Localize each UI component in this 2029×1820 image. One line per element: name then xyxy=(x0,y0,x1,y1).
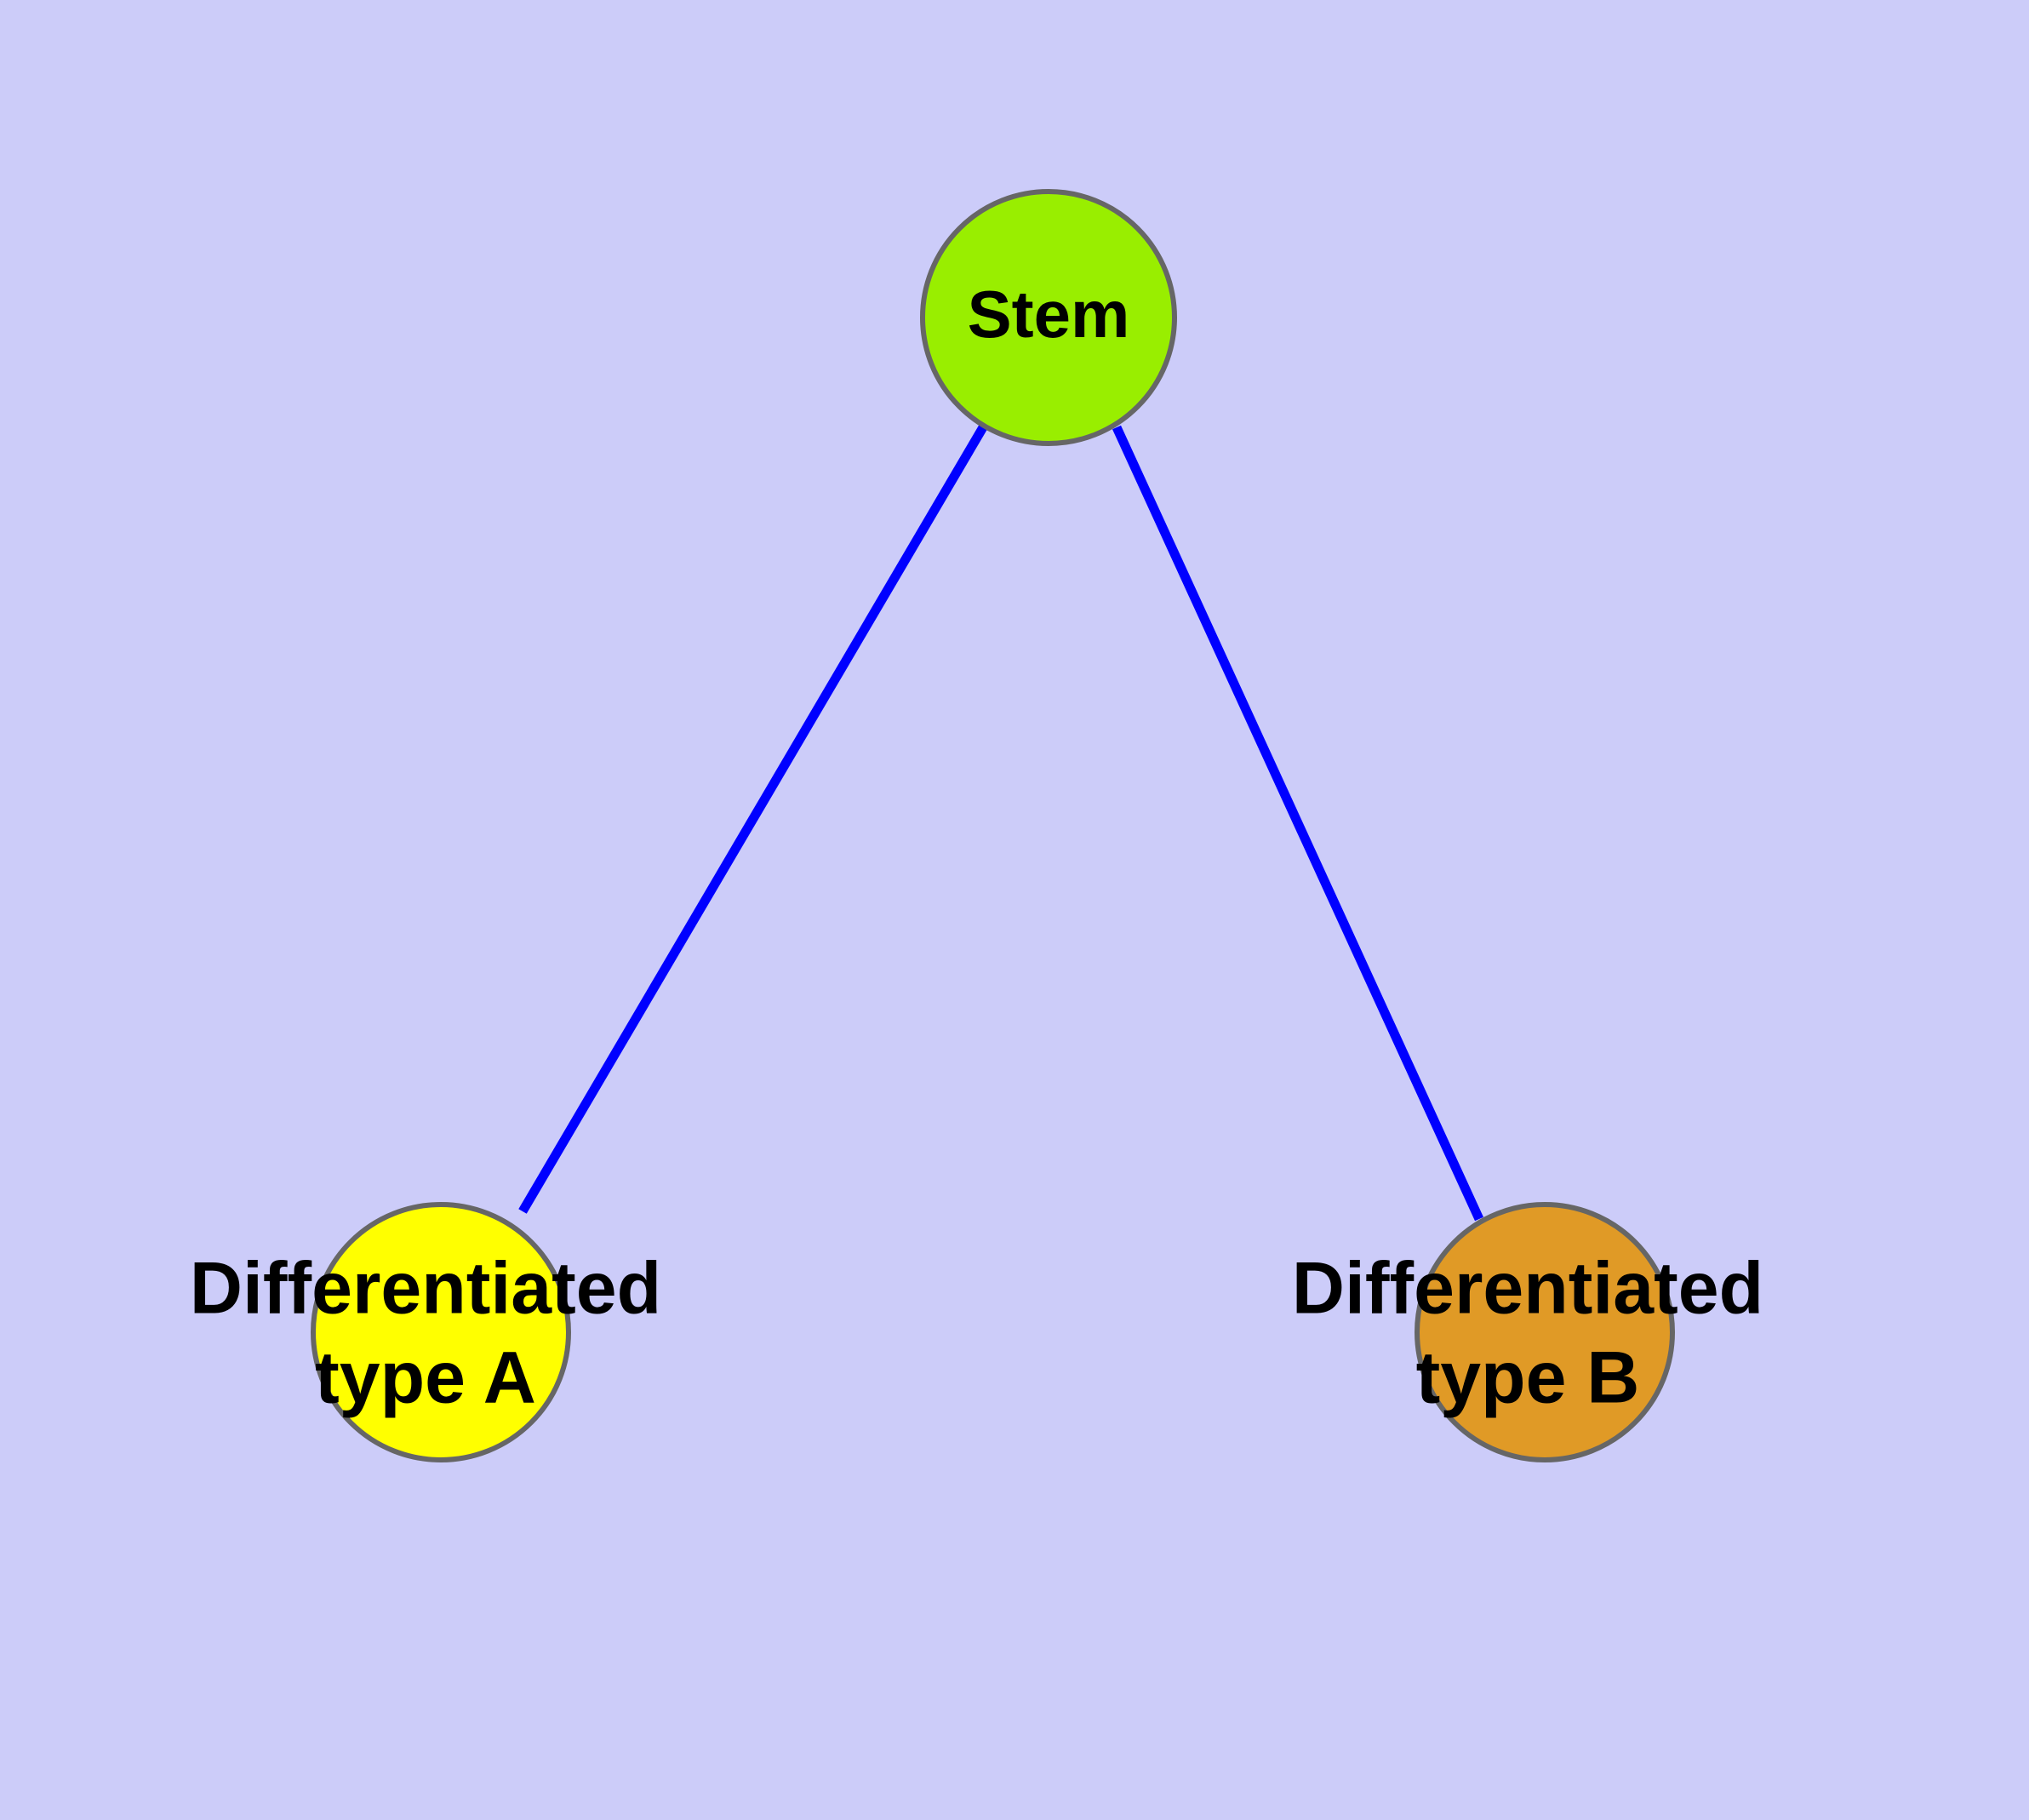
node-stem[interactable]: Stem xyxy=(920,189,1177,446)
edge-stem-to-differentiated-type-b[interactable] xyxy=(1112,425,1484,1222)
edge-stem-to-differentiated-type-a[interactable] xyxy=(518,425,987,1214)
differentiated-type-a-node-circle[interactable] xyxy=(311,1202,571,1462)
stem-node-circle[interactable] xyxy=(920,189,1177,446)
stem-node-label: Stem xyxy=(968,277,1130,352)
differentiated-type-b-node-circle[interactable] xyxy=(1415,1202,1675,1462)
edge-layer xyxy=(518,425,1484,1222)
